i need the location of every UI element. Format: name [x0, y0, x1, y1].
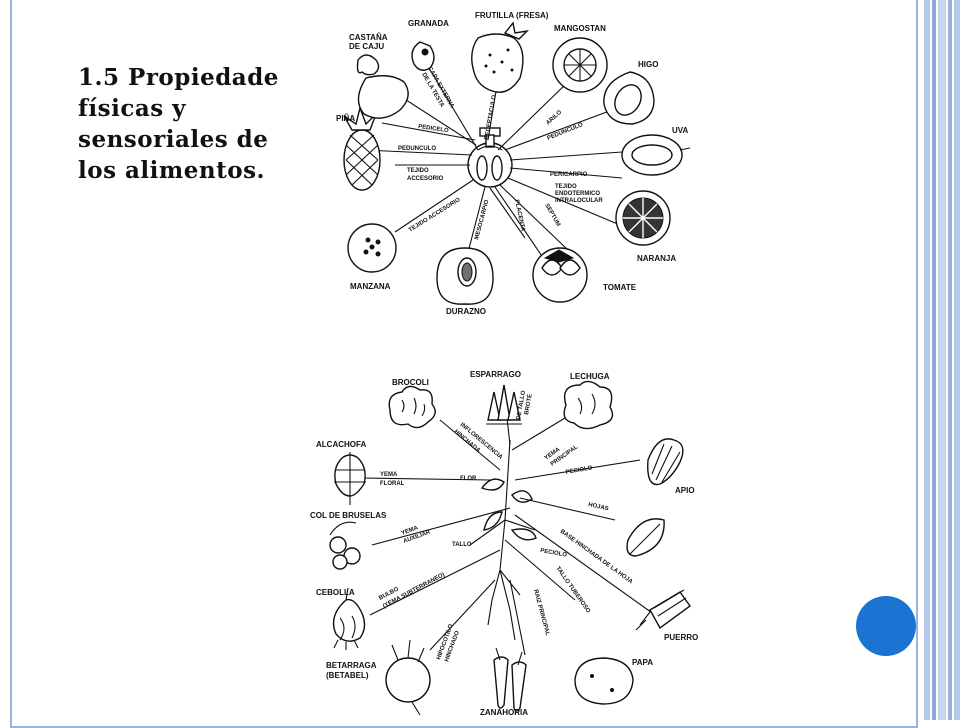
label-naranja: NARANJA [637, 254, 676, 263]
esparrago-drawing [486, 384, 522, 425]
central-flower-drawing [467, 127, 513, 188]
alcachofa-drawing [334, 452, 366, 505]
title-line: sensoriales de [78, 126, 269, 153]
label-brocoli: BROCOLI [392, 378, 429, 387]
label-frutilla: FRUTILLA (FRESA) [475, 11, 549, 20]
label-esparrago: ESPARRAGO [470, 370, 521, 379]
papa-drawing [574, 657, 634, 705]
part-peciolo-low: PECIOLO [540, 548, 568, 559]
tomate-drawing [532, 247, 588, 303]
side-bar [954, 0, 960, 720]
zanahoria-drawing [493, 647, 527, 712]
label-tomate: TOMATE [603, 283, 637, 292]
label-alcachofa: ALCACHOFA [316, 440, 366, 449]
label-mangostan: MANGOSTAN [554, 24, 606, 33]
label-lechuga: LECHUGA [570, 372, 610, 381]
apio-drawing [647, 438, 684, 486]
side-bar [924, 0, 930, 720]
label-zanahoria: ZANAHORIA [480, 708, 528, 717]
part-base-hinchada: BASE HINCHADA DE LA HOJA [559, 529, 634, 586]
puerro-drawing [635, 589, 691, 631]
label-durazno: DURAZNO [446, 307, 486, 316]
part-arilo: ARILO [545, 109, 563, 126]
part-tallo-tuberoso: TALLO TUBEROSO [554, 566, 591, 615]
cebolla-drawing [332, 587, 366, 650]
granada-drawing [411, 41, 435, 71]
label-betarraga: BETARRAGA [326, 661, 377, 670]
pina-drawing [343, 105, 381, 191]
title-line: 1.5 Propiedade [78, 64, 279, 91]
castana-caju-drawing [356, 54, 409, 119]
mangostan-drawing [552, 37, 608, 93]
title-line: físicas y [78, 95, 187, 122]
label-manzana: MANZANA [350, 282, 391, 291]
side-bar [948, 0, 952, 720]
part-tejido-acc-2: ACCESORIO [407, 176, 444, 182]
central-plant-drawing [469, 439, 537, 641]
label-cebolla: CEBOLLA [316, 588, 355, 597]
label-papa: PAPA [632, 658, 653, 667]
label-castana-line2: DE CAJU [349, 42, 384, 51]
hoja-leaf-drawing [626, 518, 665, 557]
side-bar [938, 0, 946, 720]
label-castana-line1: CASTAÑA [349, 33, 388, 42]
part-tallo: TALLO [452, 542, 472, 548]
part-tejido-endo-1: TEJIDO [555, 184, 577, 190]
label-puerro: PUERRO [664, 633, 698, 642]
col-de-bruselas-drawing [329, 521, 361, 570]
label-uva: UVA [672, 126, 689, 135]
manzana-drawing [347, 223, 397, 273]
vegetable-diagram: BROCOLI ESPARRAGO LECHUGA ALCACHOFA APIO… [310, 370, 698, 717]
higo-drawing [603, 71, 655, 125]
label-granada: GRANADA [408, 19, 449, 28]
part-tejido-endo-2: ENDOTERMICO [555, 191, 600, 197]
betarraga-drawing [385, 639, 431, 716]
part-pedunculo-left: PEDUNCULO [398, 146, 436, 152]
decorative-side-bars [924, 0, 960, 720]
brocoli-drawing [388, 385, 436, 429]
slide-title: 1.5 Propiedade físicas y sensoriales de … [78, 62, 308, 186]
part-yema-auxiliar-1: YEMA [401, 525, 420, 537]
part-tejido-acc-1: TEJIDO [407, 168, 429, 174]
durazno-drawing [436, 247, 494, 305]
accent-circle [856, 596, 916, 656]
part-yema-floral-1: YEMA [380, 472, 398, 478]
vegetable-connector-lines [361, 399, 656, 656]
part-raiz-principal: RAIZ PRINCIPAL [532, 589, 550, 637]
frutilla-drawing [471, 21, 530, 93]
label-betabel: (BETABEL) [326, 671, 369, 680]
uva-drawing [621, 134, 691, 176]
naranja-drawing [615, 190, 671, 246]
part-tejido-endo-3: INTRALOCULAR [555, 198, 603, 204]
label-apio: APIO [675, 486, 695, 495]
part-septum: SEPTUM [543, 203, 561, 228]
part-de-tallo: DE TALLO [516, 390, 527, 420]
title-line: los alimentos. [78, 157, 266, 184]
label-higo: HIGO [638, 60, 658, 69]
part-pedicelo: PEDICELO [418, 124, 450, 134]
part-brote: BROTE [524, 394, 534, 416]
lechuga-drawing [563, 380, 614, 430]
part-pericarpio: PERICARPIO [550, 172, 588, 178]
fruit-diagram: GRANADA FRUTILLA (FRESA) MANGOSTAN HIGO … [336, 11, 691, 316]
part-yema-floral-2: FLORAL [380, 481, 405, 487]
label-pina: PIÑA [336, 114, 355, 123]
part-hojas: HOJAS [588, 502, 609, 512]
side-bar [932, 0, 936, 720]
part-flor: FLOR [460, 476, 477, 482]
part-tejido-accesorio-diag: TEJIDO ACCESORIO [408, 197, 462, 234]
label-col-de-bruselas: COL DE BRUSELAS [310, 511, 387, 520]
part-peciolo-top: PECIOLO [565, 465, 593, 476]
